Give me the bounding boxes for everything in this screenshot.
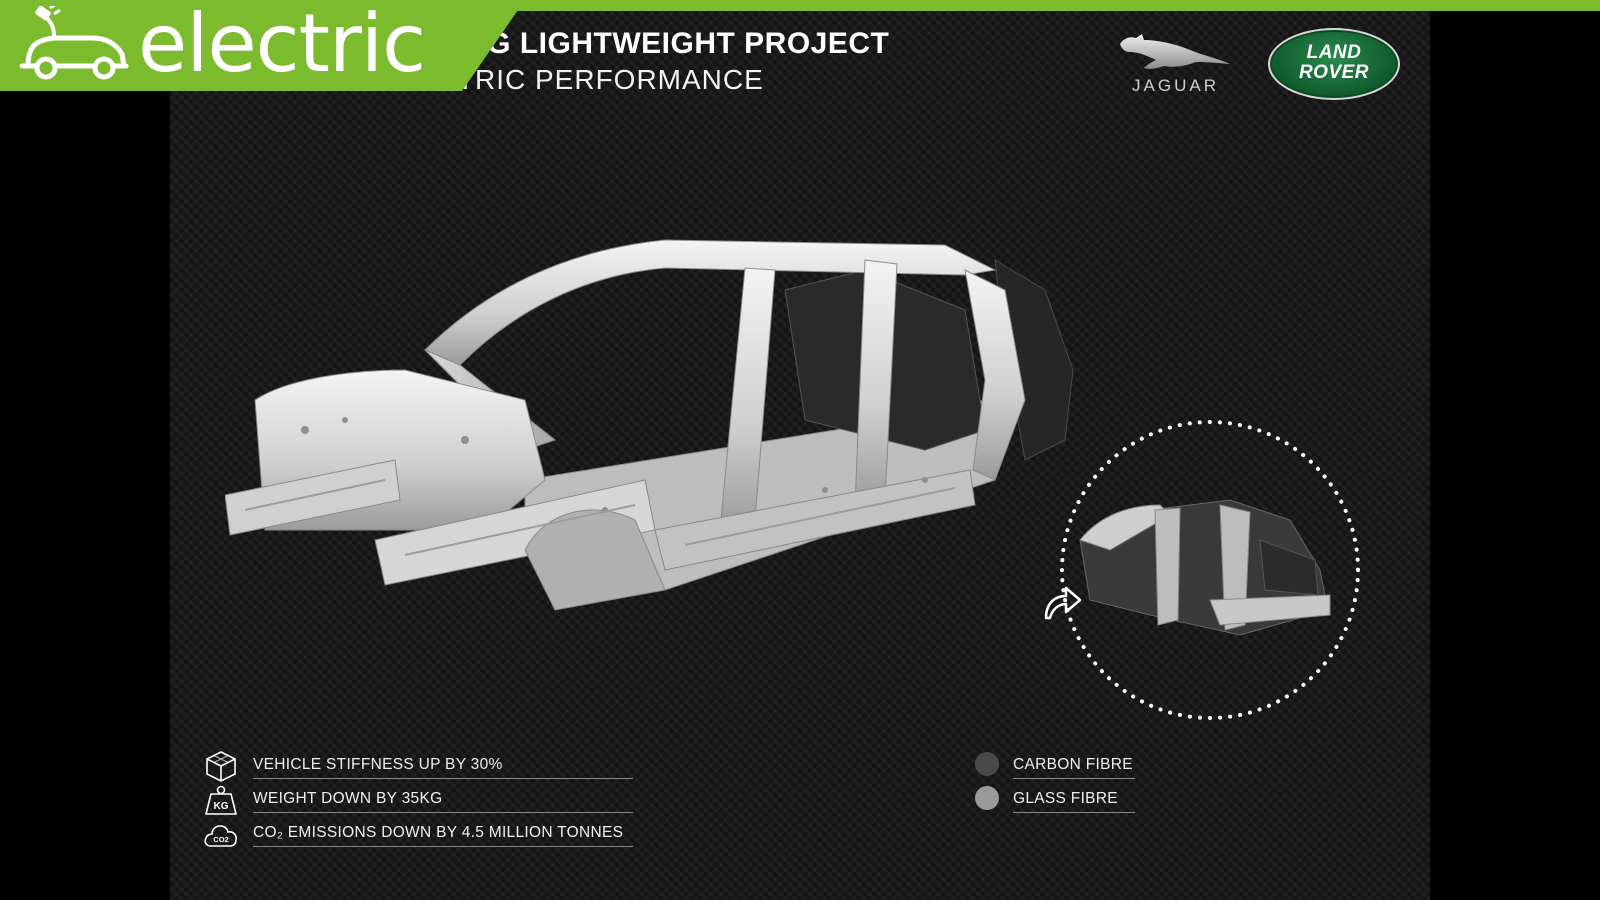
jaguar-wordmark: JAGUAR (1132, 76, 1219, 95)
legend-item: CARBON FIBRE (975, 752, 1135, 786)
feature-item: KG WEIGHT DOWN BY 35KG (203, 785, 633, 820)
legend-item: GLASS FIBRE (975, 786, 1135, 820)
land-rover-word-2: ROVER (1298, 62, 1370, 83)
land-rover-logo: LAND ROVER (1268, 28, 1400, 100)
plug-car-icon (19, 6, 129, 80)
legend-swatch-carbon-fibre (975, 752, 999, 776)
brand-wordmark: electric (138, 0, 426, 90)
land-rover-oval (1268, 28, 1400, 100)
feature-text: CO₂ EMISSIONS DOWN BY 4.5 MILLION TONNES (253, 820, 633, 847)
material-legend: CARBON FIBRE GLASS FIBRE (975, 752, 1135, 820)
feature-list: VEHICLE STIFFNESS UP BY 30% KG WEIGHT DO… (203, 751, 633, 854)
legend-swatch-glass-fibre (975, 786, 999, 810)
weight-kg-label: KG (214, 801, 229, 812)
feature-item: CO2 CO₂ EMISSIONS DOWN BY 4.5 MILLION TO… (203, 820, 633, 854)
cube-icon (206, 751, 236, 782)
brand-banner[interactable]: electric (0, 0, 525, 91)
top-accent-strip (0, 0, 1600, 11)
rotate-arrow-icon (1044, 586, 1082, 620)
legend-label: GLASS FIBRE (1013, 786, 1135, 813)
jaguar-logo: JAGUAR (1108, 30, 1243, 96)
rear-view-inset (1060, 420, 1360, 720)
legend-label: CARBON FIBRE (1013, 752, 1135, 779)
leaping-jaguar-icon (1120, 34, 1230, 69)
vehicle-body-structure-illustration (225, 239, 1074, 611)
headline-line-1: NG LIGHTWEIGHT PROJECT (465, 27, 890, 60)
weight-kg-icon: KG (205, 785, 237, 815)
co2-label: CO2 (213, 835, 228, 844)
land-rover-word-1: LAND (1306, 42, 1362, 63)
feature-text: VEHICLE STIFFNESS UP BY 30% (253, 752, 633, 779)
feature-item: VEHICLE STIFFNESS UP BY 30% (203, 751, 633, 786)
co2-cloud-icon: CO2 (204, 825, 237, 847)
feature-text: WEIGHT DOWN BY 35KG (253, 786, 633, 813)
